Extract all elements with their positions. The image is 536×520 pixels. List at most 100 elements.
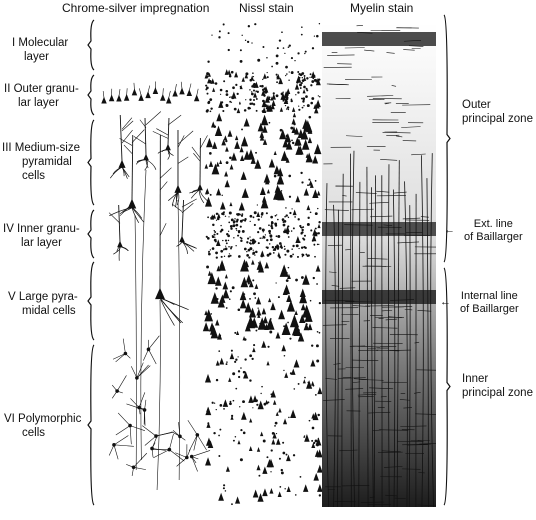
nissl-cell [277,234,281,238]
nissl-cell [286,294,292,303]
nissl-cell [278,255,280,258]
nissl-cell [240,214,244,217]
neuron-small [116,94,122,102]
nissl-cell [222,487,225,490]
nissl-cell [249,236,251,238]
arrow-left-icon: ← [444,224,455,236]
nissl-cell [257,313,261,318]
nissl-cell [233,237,235,239]
nissl-cell [316,243,319,246]
nissl-cell [317,207,319,210]
nissl-cell [248,445,253,452]
nissl-cell [235,387,238,390]
nissl-cell [225,242,228,245]
nissl-cell [267,401,270,404]
nissl-cell [208,252,210,254]
myelin-fiber [417,504,437,507]
chrome-silver-column [101,81,211,491]
nissl-cell [256,211,261,218]
radial-fiber [404,181,408,508]
nissl-cell [249,239,252,242]
nissl-cell [274,214,277,217]
nissl-cell [214,276,222,286]
myelin-fiber [345,388,364,390]
nissl-cell [272,399,277,405]
nissl-cell [279,486,282,488]
nissl-cell [207,270,212,276]
nissl-cell [236,229,238,232]
nissl-cell [276,190,283,200]
nissl-cell [318,302,321,305]
nissl-cell [259,134,265,141]
nissl-cell [249,102,252,106]
nissl-cell [255,151,257,154]
layer-label-4: IV Inner granu- lar layer [3,222,80,250]
radial-fiber [430,153,434,508]
nissl-cell [314,255,316,258]
nissl-cell [243,219,247,222]
nissl-cell [283,90,289,99]
radial-fiber [336,209,339,508]
nissl-cell [223,407,225,410]
nissl-cell [207,60,210,63]
nissl-cell [255,399,258,402]
nissl-cell [300,33,303,36]
nissl-cell [237,356,239,358]
nissl-cell [313,35,316,37]
nissl-cell [217,217,220,220]
nissl-cell [282,138,289,148]
neuron-small [160,93,166,101]
nissl-cell [239,49,242,52]
nissl-cell [249,379,252,382]
nissl-cell [252,489,259,498]
neuron-small [131,88,138,96]
nissl-cell [252,103,256,106]
nissl-cell [256,204,258,206]
nissl-cell [271,99,276,106]
nissl-cell [252,249,254,251]
myelin-fiber [333,363,341,365]
nissl-cell [261,89,266,96]
nissl-cell [286,73,288,75]
nissl-cell [238,213,241,216]
nissl-cell [266,360,270,366]
nissl-cell [280,92,284,96]
nissl-cell [317,413,320,417]
nissl-cell [317,484,323,492]
nissl-cell [295,94,297,96]
nissl-cell [225,140,228,143]
zone-bracket [443,14,451,263]
nissl-cell [275,54,279,58]
nissl-cell [270,221,274,224]
nissl-cell [304,52,306,55]
nissl-cell [291,139,293,142]
nissl-cell [225,245,227,247]
nissl-cell [297,91,300,94]
nissl-cell [228,73,231,75]
nissl-cell [228,377,232,382]
nissl-cell [305,153,309,158]
nissl-cell [269,487,274,494]
nissl-cell [297,218,300,221]
nissl-cell [230,96,232,98]
myelin-fiber [357,393,377,396]
nissl-cell [303,245,306,249]
nissl-cell [306,104,310,108]
nissl-cell [225,307,228,309]
nissl-cell [204,373,212,383]
myelin-fiber [357,32,373,34]
nissl-cell [271,93,276,100]
nissl-cell [258,474,261,477]
nissl-cell [287,273,291,279]
myelin-density [322,22,436,507]
nissl-cell [260,404,263,407]
nissl-cell [281,344,287,352]
nissl-cell [270,471,272,473]
nissl-cell [265,321,268,324]
nissl-cell [272,92,275,95]
nissl-cell [224,170,229,177]
nissl-cell [215,82,218,85]
nissl-cell [273,165,281,175]
nissl-cell [282,223,286,227]
nissl-cell [228,298,231,300]
